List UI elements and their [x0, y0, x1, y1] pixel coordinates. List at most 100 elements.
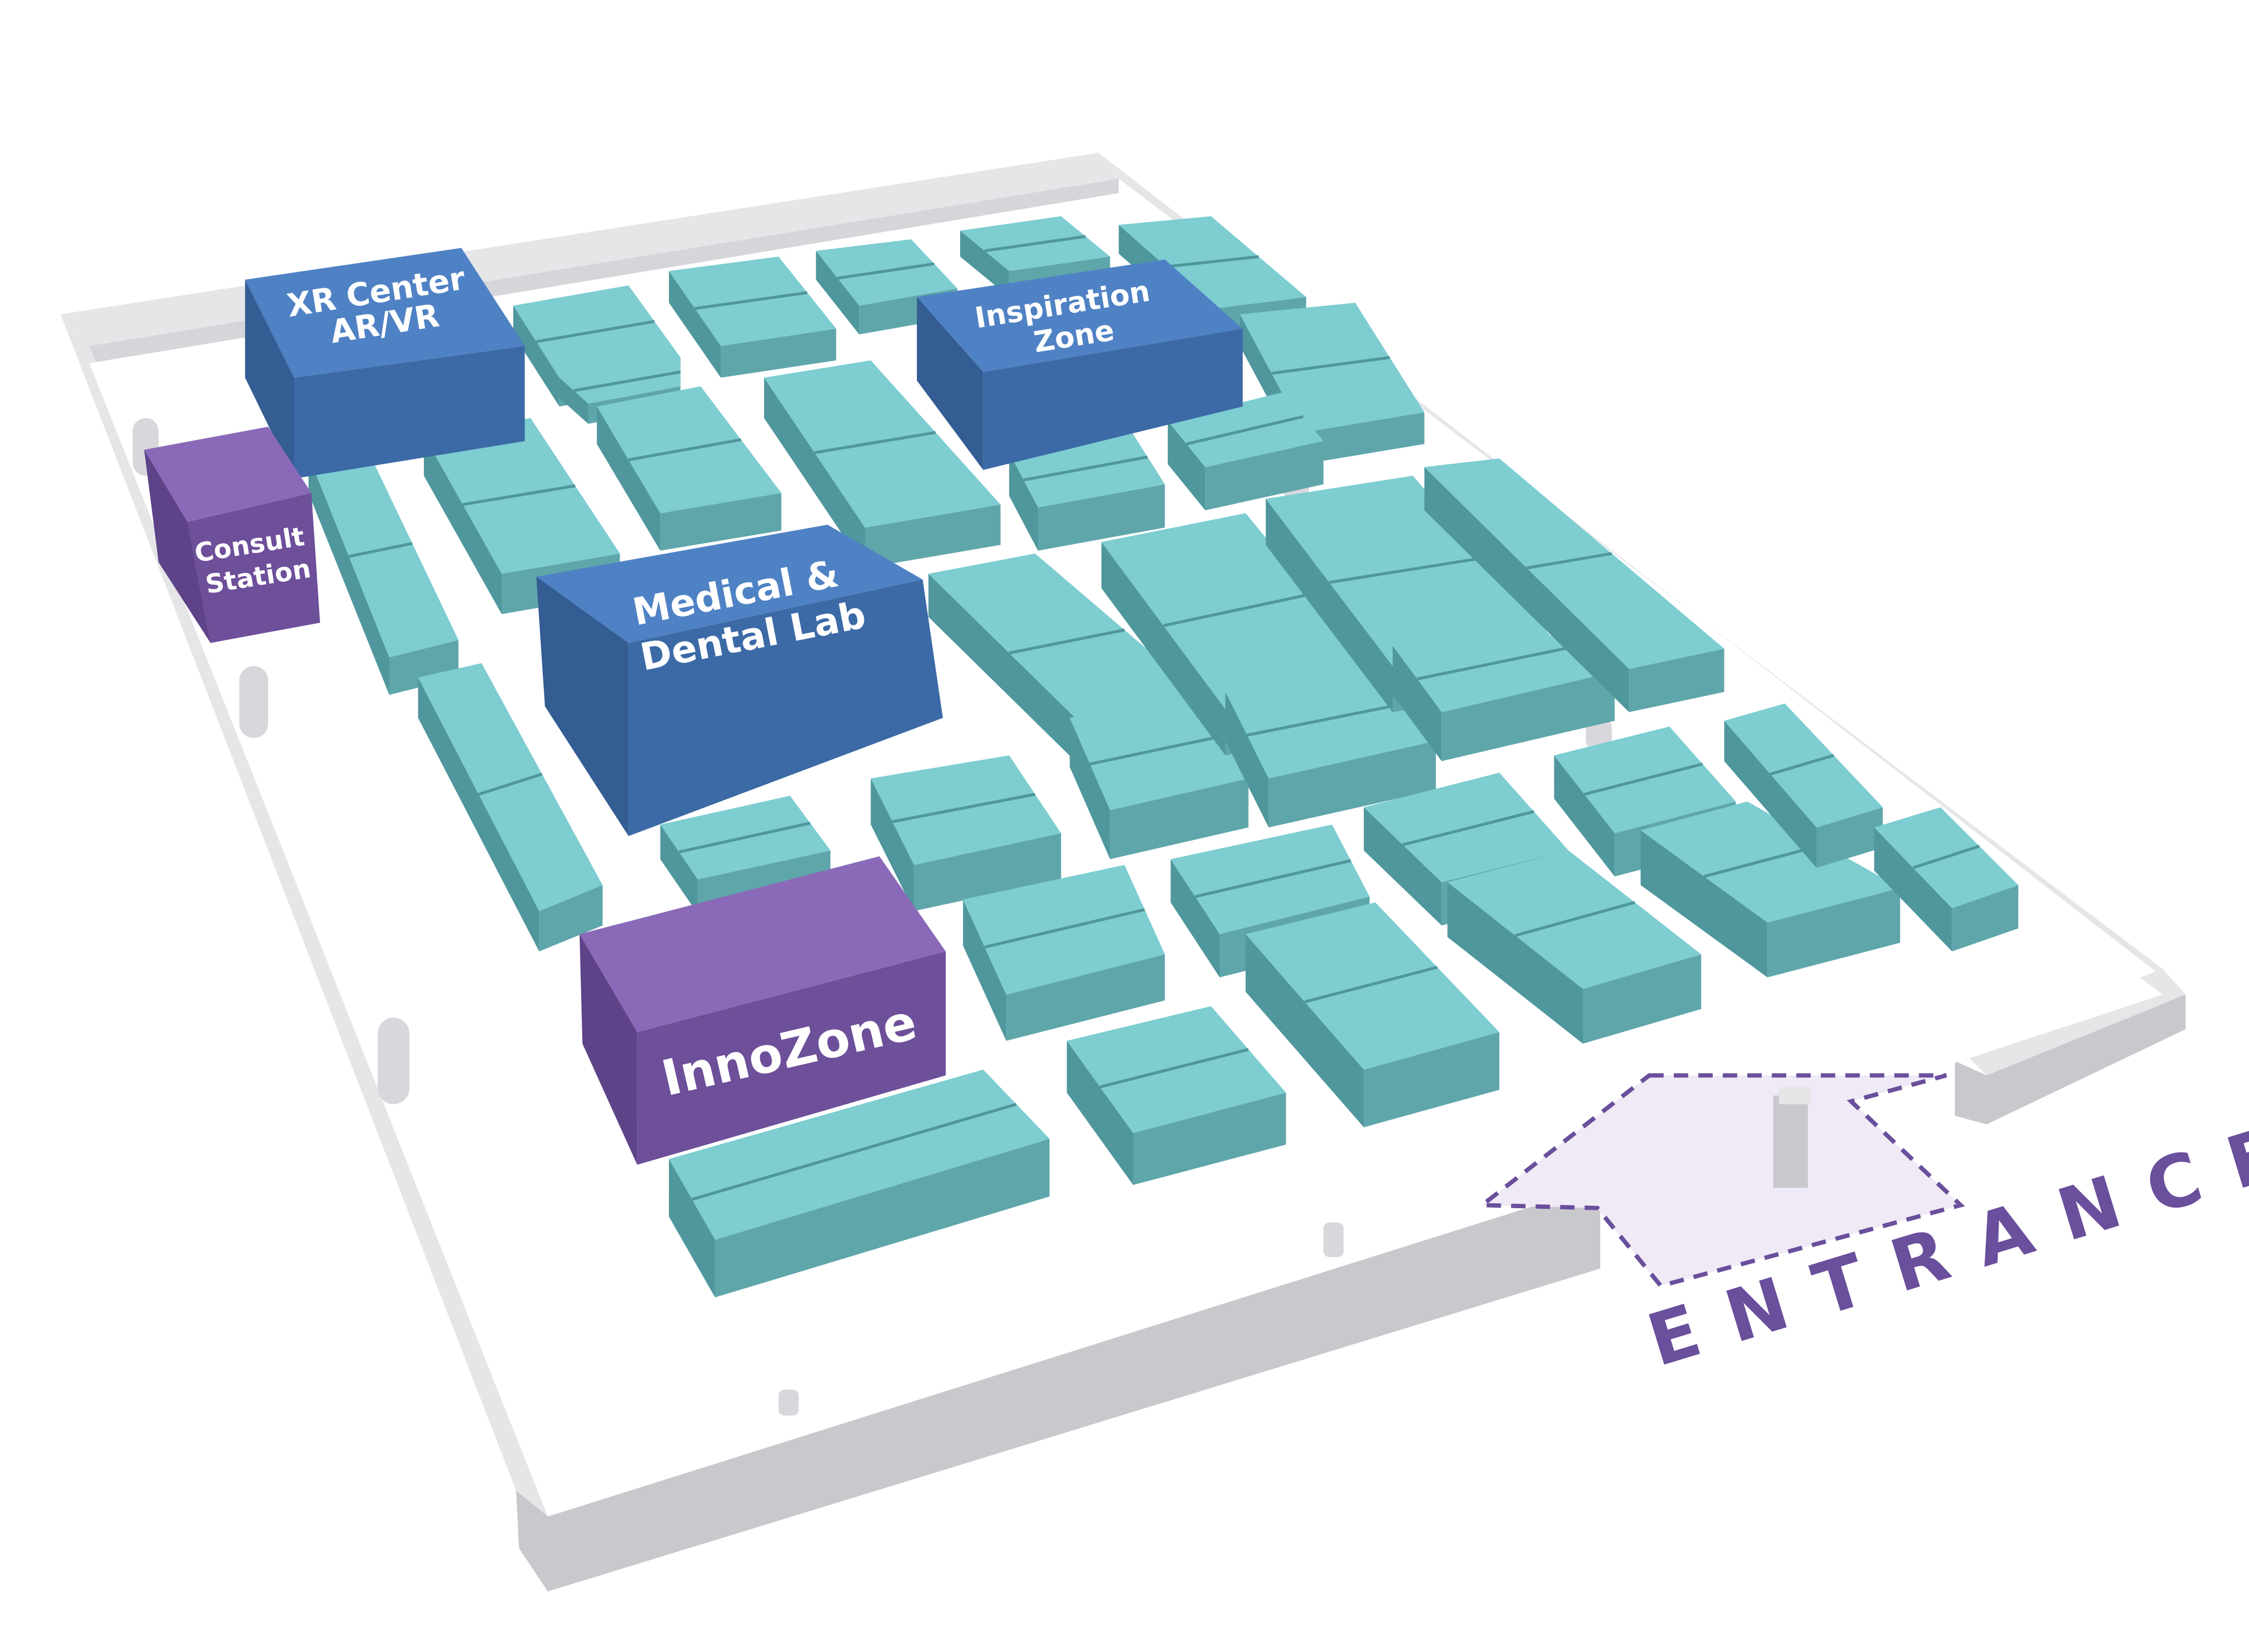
booth-face — [597, 407, 661, 551]
booth-divider — [1402, 810, 1534, 847]
booth-face — [764, 377, 865, 568]
booth-face — [1447, 882, 1583, 1044]
booth-face — [1874, 827, 1952, 951]
booth-blocks — [308, 216, 2019, 1297]
booth-face — [1246, 902, 1500, 1070]
booth-divider — [1304, 965, 1438, 1003]
booth-face — [1424, 467, 1629, 712]
booth-divider — [573, 370, 681, 392]
booth-face — [1009, 452, 1038, 551]
column — [239, 666, 268, 738]
booth-face — [559, 377, 588, 424]
booth-face — [418, 663, 603, 911]
zone-xr-center[interactable]: XR Center AR/VR — [245, 248, 525, 479]
booth[interactable] — [1069, 692, 1249, 860]
booth-face — [1952, 885, 2019, 951]
booth[interactable] — [597, 386, 782, 551]
booth[interactable] — [870, 755, 1061, 911]
zone-medical-dental-lab[interactable]: Medical & Dental Lab — [536, 524, 943, 836]
booth-face — [1133, 1093, 1286, 1185]
booth-divider — [984, 908, 1145, 949]
booth-face — [1266, 498, 1393, 712]
column — [778, 1389, 799, 1416]
booth-divider — [984, 235, 1086, 252]
booth-face — [1554, 755, 1615, 877]
booth-face — [865, 504, 1001, 568]
booth[interactable] — [764, 360, 1001, 568]
booth-face — [816, 251, 860, 335]
booth-face — [418, 677, 540, 951]
booth[interactable] — [1246, 902, 1500, 1128]
entrance-pillar — [1773, 1095, 1808, 1188]
booth-divider — [694, 291, 808, 310]
booth-divider — [1912, 844, 1980, 869]
booth[interactable] — [1447, 850, 1701, 1044]
booth[interactable] — [1874, 807, 2019, 951]
booth-face — [870, 778, 914, 911]
booth-divider — [628, 438, 742, 462]
booth[interactable] — [1393, 623, 1615, 761]
booth-divider — [1023, 455, 1148, 482]
booth-face — [1724, 721, 1816, 868]
booth[interactable] — [418, 663, 603, 951]
booth[interactable] — [308, 447, 458, 695]
booth-face — [1168, 421, 1206, 510]
booth-face — [816, 239, 957, 306]
booth-face — [1303, 412, 1425, 464]
booth-face — [960, 230, 1009, 297]
booth-divider — [837, 262, 935, 280]
booth-face — [1629, 649, 1725, 712]
booth-face — [1424, 458, 1725, 669]
booth-divider — [1166, 255, 1259, 268]
booth-face — [308, 447, 458, 657]
booth-face — [539, 885, 603, 951]
booth-face — [963, 900, 1007, 1041]
zone-consult-station[interactable]: Consult Station — [144, 427, 320, 643]
booth-face — [1246, 934, 1364, 1128]
booth-divider — [1247, 702, 1406, 737]
booth-divider — [348, 542, 413, 558]
booth-face — [1441, 671, 1615, 761]
booth-face — [559, 357, 681, 404]
booth-face — [1363, 807, 1442, 925]
booth-face — [928, 574, 1090, 776]
booth[interactable] — [669, 256, 836, 378]
booth-face — [1225, 692, 1269, 828]
zone-inspiration[interactable]: Inspiration Zone — [917, 259, 1243, 470]
booth-divider — [691, 1103, 1017, 1201]
booth-divider — [1584, 762, 1703, 796]
booth-face — [1268, 741, 1436, 828]
zone-innozone[interactable]: InnoZone — [580, 856, 946, 1165]
booth[interactable] — [963, 865, 1165, 1041]
booth[interactable] — [816, 239, 957, 335]
booth[interactable] — [1168, 392, 1323, 510]
booth-face — [1640, 801, 1900, 923]
booth-divider — [1100, 1048, 1249, 1089]
entrance-zone — [1476, 1073, 1965, 1289]
booth-divider — [1186, 415, 1304, 445]
booth-face — [715, 1138, 1050, 1297]
booth-face — [424, 435, 502, 614]
booth[interactable] — [1424, 458, 1725, 712]
booth-face — [1006, 954, 1165, 1041]
booth[interactable] — [1067, 1006, 1286, 1185]
booth-divider — [1163, 592, 1313, 627]
booth-face — [669, 1159, 715, 1297]
booth[interactable] — [669, 1069, 1050, 1297]
booth-face — [1583, 954, 1701, 1044]
booth-face — [1393, 623, 1615, 712]
booth-face — [308, 455, 389, 695]
booth-face — [1101, 542, 1226, 756]
column — [1323, 1222, 1344, 1257]
booth-divider — [1271, 356, 1390, 375]
booth-divider — [536, 320, 655, 343]
booth-face — [914, 833, 1061, 911]
booth-divider — [1195, 859, 1352, 898]
booth-face — [669, 1069, 1050, 1240]
booth-divider — [478, 772, 543, 796]
column — [377, 1017, 410, 1104]
booth-divider — [1514, 901, 1635, 937]
booth-face — [1767, 888, 1900, 977]
booth[interactable] — [1724, 703, 1883, 868]
